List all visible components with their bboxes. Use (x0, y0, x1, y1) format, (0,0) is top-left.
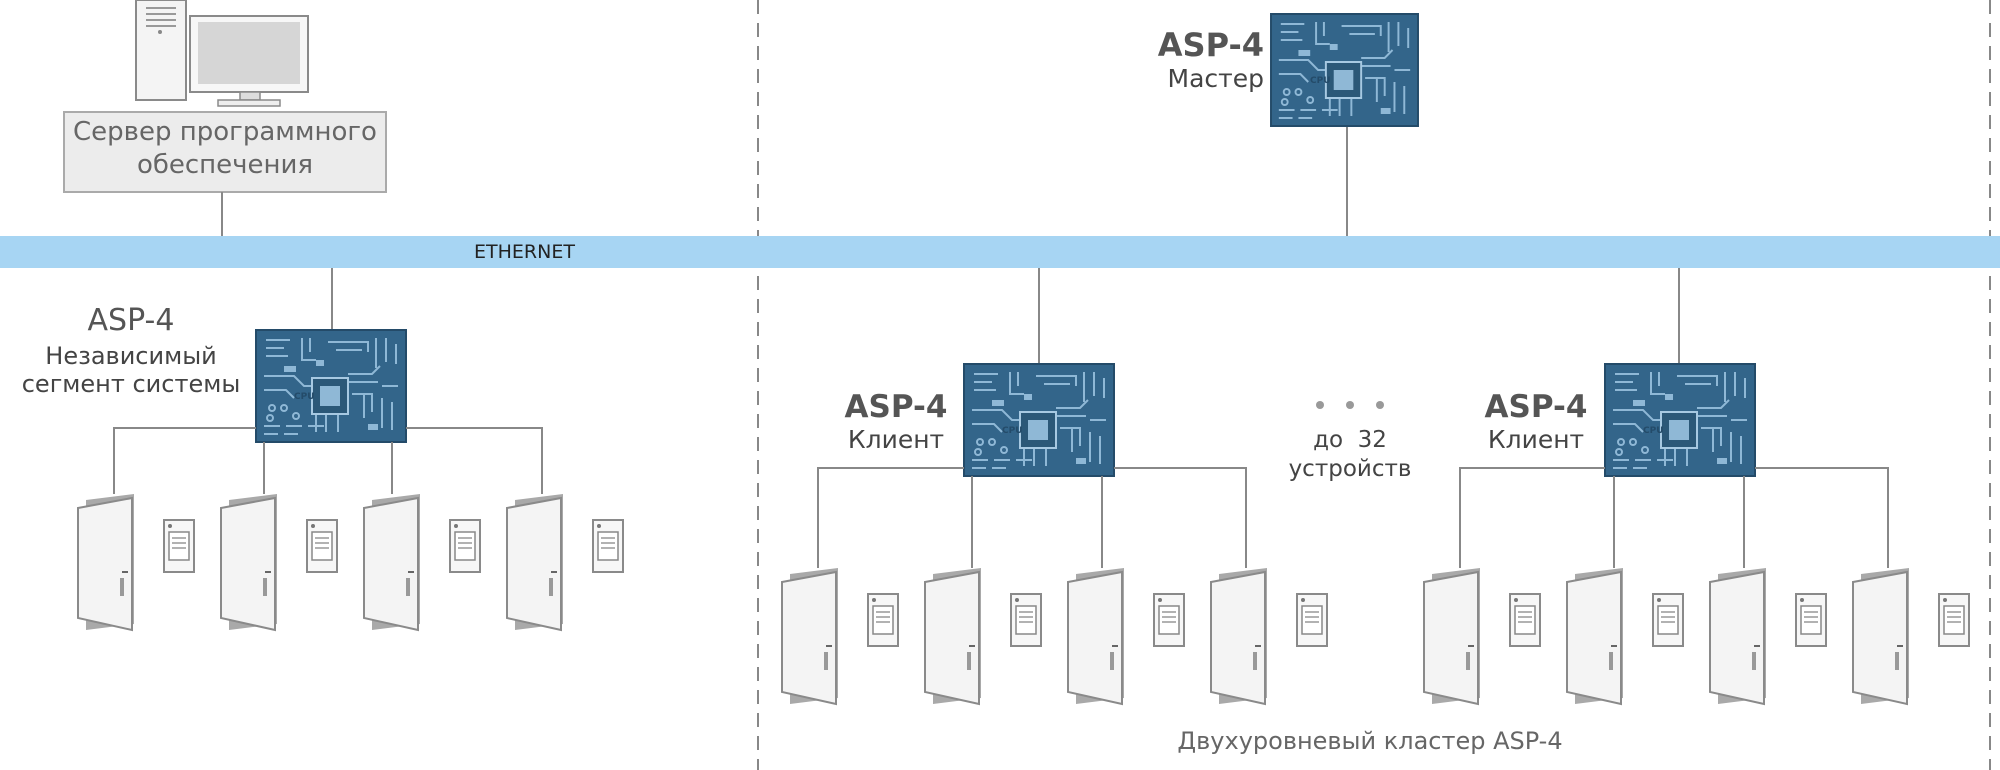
master-board-icon (1270, 13, 1419, 127)
ellipsis-label: до 32 устройств (1280, 427, 1420, 483)
server-box (63, 111, 387, 193)
master-model: ASP-4 (1157, 26, 1264, 64)
door-icon (1852, 567, 1970, 705)
ellipsis-line2: устройств (1288, 456, 1412, 483)
ellipsis-dot (1346, 401, 1354, 409)
client-right-board-icon (1604, 363, 1756, 477)
door-icon (1067, 567, 1185, 705)
door-icon (363, 493, 481, 631)
master-label: ASP-4 Мастер (1140, 26, 1264, 94)
standalone-model: ASP-4 (87, 303, 175, 338)
cpu-label: CPU (1310, 76, 1331, 86)
ellipsis-dot (1376, 401, 1384, 409)
client-left-board-icon (963, 363, 1115, 477)
ethernet-label: ETHERNET (474, 241, 575, 263)
client-right-role: Клиент (1487, 425, 1585, 455)
door-icon (77, 493, 195, 631)
ethernet-bus (0, 236, 2000, 268)
client-right-label: ASP-4 Клиент (1480, 390, 1592, 454)
server-computer-icon (135, 0, 309, 107)
door-icon (1566, 567, 1684, 705)
master-role: Мастер (1167, 64, 1264, 94)
standalone-role-line2: сегмент системы (21, 370, 241, 399)
ellipsis-dot (1316, 401, 1324, 409)
server-label: Сервер программного обеспечения (64, 118, 386, 179)
client-right-model: ASP-4 (1484, 389, 1588, 425)
door-icon (1709, 567, 1827, 705)
standalone-role-line1: Независимый (45, 342, 217, 370)
door-icon (506, 493, 624, 631)
server-label-line1: Сервер программного (73, 117, 377, 147)
client-left-role: Клиент (847, 425, 945, 455)
door-icon (220, 493, 338, 631)
standalone-board-icon (255, 329, 407, 443)
ellipsis-line1: до 32 (1313, 427, 1387, 453)
standalone-label: ASP-4 Независимый сегмент системы (14, 304, 248, 398)
client-left-model: ASP-4 (844, 389, 948, 425)
cpu-label: CPU (1002, 426, 1023, 436)
cluster-caption: Двухуровневый кластер ASP-4 (1177, 727, 1563, 755)
client-left-label: ASP-4 Клиент (840, 390, 952, 454)
door-icon (1423, 567, 1541, 705)
door-icon (781, 567, 899, 705)
door-icon (924, 567, 1042, 705)
cpu-label: CPU (1643, 426, 1664, 436)
door-icon (1210, 567, 1328, 705)
cpu-label: CPU (294, 392, 315, 402)
server-label-line2: обеспечения (136, 149, 314, 180)
